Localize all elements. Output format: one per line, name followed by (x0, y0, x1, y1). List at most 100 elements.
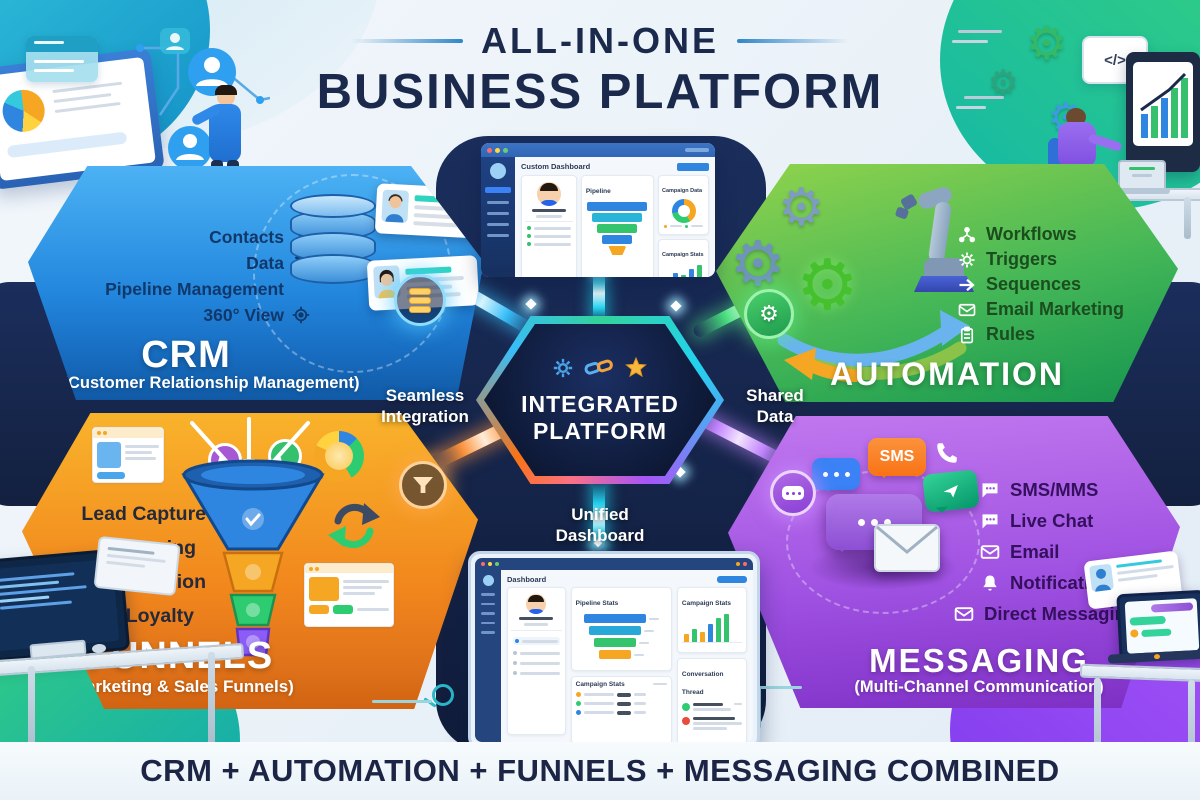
list-item: Lead Capture (34, 497, 206, 531)
page-header: ALL-IN-ONE BUSINESS PLATFORM (0, 20, 1200, 120)
crm-subtitle: (Customer Relationship Management) (62, 374, 360, 392)
messaging-item-label: SMS/MMS (1010, 478, 1099, 500)
gear-icon (958, 251, 976, 269)
floating-card (26, 36, 98, 82)
mockup-title: Custom Dashboard (521, 162, 591, 171)
campaign-table-panel: Campaign Stats (570, 676, 672, 742)
list-item: Workflows (958, 222, 1168, 247)
phone-icon (937, 443, 957, 463)
list-item: Live Chat (980, 505, 1180, 536)
crm-item-label: Data (246, 252, 284, 273)
chat-icon (980, 480, 1000, 500)
envelope-icon (954, 604, 974, 624)
panel-title: Campaign Stats (681, 600, 732, 607)
profile-panel (521, 175, 577, 277)
footer-banner: CRM + AUTOMATION + FUNNELS + MESSAGING C… (0, 742, 1200, 800)
chart-monitor (1126, 52, 1200, 172)
mockup-button (717, 576, 747, 583)
panel-title: Pipeline (585, 188, 611, 195)
list-item: Email (980, 536, 1180, 567)
chat-node-icon (770, 470, 816, 516)
robot-arm (866, 185, 976, 310)
gear-icon: ⚙ (1026, 17, 1068, 69)
mockup-titlebar (475, 558, 753, 570)
arrow-right-icon (958, 276, 976, 294)
funnels-subtitle: (Marketing & Sales Funnels) (66, 677, 294, 696)
floating-card (93, 535, 181, 597)
gear-icon: ⚙ (730, 230, 786, 299)
list-item: Sequences (958, 272, 1168, 297)
funnel-illustration (181, 459, 325, 657)
circuit-line (372, 700, 432, 703)
crm-item-label: Pipeline Management (105, 278, 284, 299)
messaging-hexagon: SMS SMS/MMS Live Chat Email Notifi (728, 416, 1180, 708)
circuit-line (758, 686, 802, 689)
person-at-desk (1066, 108, 1086, 126)
gear-icon: ⚙ (796, 246, 859, 324)
crm-item-label: 360° View (203, 304, 284, 325)
automation-item-label: Sequences (986, 274, 1082, 294)
panel-title: Campaign Stats (662, 252, 704, 258)
footer-headline: CRM + AUTOMATION + FUNNELS + MESSAGING C… (140, 753, 1060, 788)
funnels-item-label: Lead Capture (81, 502, 206, 525)
list-item: Data (80, 250, 310, 276)
messaging-item-label: Live Chat (1010, 509, 1094, 531)
target-icon (292, 306, 310, 324)
browser-titlebar (481, 143, 715, 157)
campaign-stats-panel: Campaign Stats (658, 239, 709, 277)
campaign-bars-panel: Campaign Stats (676, 587, 747, 653)
bell-icon (980, 573, 1000, 593)
workflow-icon (958, 226, 976, 244)
list-item: SMS/MMS (980, 474, 1180, 505)
list-item: Contacts (80, 224, 310, 250)
report-card (304, 563, 394, 627)
gear-icon: ⚙ (778, 179, 825, 237)
page-title: BUSINESS PLATFORM (316, 65, 884, 119)
crm-item-label: Contacts (209, 226, 284, 247)
gear-node-icon: ⚙ (744, 289, 794, 339)
browser-dashboard-mockup: Custom Dashboard Pipeline (481, 143, 715, 277)
envelope-illustration (874, 524, 940, 572)
panel-title: Pipeline Stats (575, 600, 619, 607)
clipboard-icon (958, 326, 976, 344)
messaging-subtitle: (Multi-Channel Communication) (854, 678, 1104, 696)
code-label: </> (1104, 51, 1126, 69)
header-rule-right (736, 39, 849, 43)
list-item: Email Marketing (958, 297, 1168, 322)
laptop (1118, 160, 1166, 192)
funnels-item-label: Loyalty (125, 604, 194, 627)
automation-item-label: Rules (986, 324, 1036, 344)
envelope-icon (980, 542, 1000, 562)
profile-panel (507, 587, 566, 735)
conversation-panel: Conversation Thread (676, 658, 747, 742)
link-icon (584, 357, 614, 384)
database-illustration (290, 194, 376, 284)
panel-title: Campaign Stats (575, 681, 625, 688)
funnel-node-icon (399, 461, 447, 509)
search-pill (6, 131, 128, 159)
crm-hexagon: Contacts Data Pipeline Management 360° V… (28, 166, 484, 400)
cycle-arrows (777, 310, 970, 382)
monitor-dashboard-mockup: Dashboard (468, 551, 760, 786)
list-item: Rules (958, 322, 1168, 347)
inflow-arrows (190, 417, 310, 471)
automation-item-label: Email Marketing (986, 299, 1125, 319)
list-item: Pipeline Management (80, 276, 310, 302)
chat-bubble (812, 458, 860, 492)
messaging-title: MESSAGING (869, 642, 1089, 679)
sms-label: SMS (879, 448, 915, 465)
chat-icon (980, 511, 1000, 531)
header-kicker: ALL-IN-ONE (481, 20, 719, 61)
panel-title: Campaign Data (662, 188, 703, 194)
mockup-sidebar (475, 570, 501, 742)
header-rule-left (351, 39, 464, 43)
star-icon (624, 356, 648, 385)
refresh-arrows-icon (328, 503, 380, 549)
scene-top-right: ⚙ ⚙ ⚙ </> (930, 0, 1200, 250)
scene-bottom-right (1060, 540, 1200, 776)
green-chat-bubble (922, 469, 980, 513)
crm-feature-list: Contacts Data Pipeline Management 360° V… (80, 224, 310, 328)
